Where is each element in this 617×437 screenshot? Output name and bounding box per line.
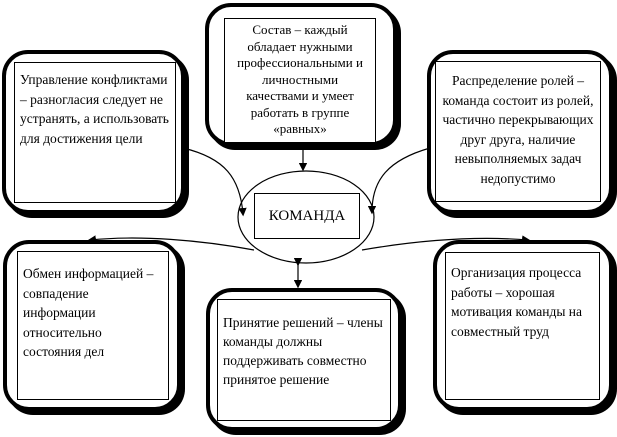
node-roles-frame: Распределение ролей – команда состоит из… bbox=[427, 50, 613, 214]
node-exchange-frame: Обмен информацией – совпадение информаци… bbox=[3, 240, 181, 411]
node-decisions: Принятие решений – члены команды должны … bbox=[217, 299, 391, 421]
node-organization: Организация процесса работы – хорошая мо… bbox=[445, 252, 600, 400]
node-composition-frame: Состав – каждый обладает нужными професс… bbox=[205, 3, 397, 146]
node-decisions-frame: Принятие решений – члены команды должны … bbox=[206, 288, 402, 431]
connector-organization bbox=[361, 235, 531, 251]
node-organization-frame: Организация процесса работы – хорошая мо… bbox=[433, 240, 613, 411]
node-conflicts: Управление конфликтами – разногласия сле… bbox=[14, 62, 176, 203]
connector-roles bbox=[367, 147, 431, 215]
node-composition: Состав – каждый обладает нужными професс… bbox=[224, 18, 376, 143]
node-exchange: Обмен информацией – совпадение информаци… bbox=[17, 251, 169, 400]
connector-conflicts bbox=[182, 147, 247, 217]
connector-exchange bbox=[87, 235, 255, 251]
node-conflicts-frame: Управление конфликтами – разногласия сле… bbox=[2, 50, 185, 214]
center-label: КОМАНДА bbox=[254, 193, 360, 239]
node-roles: Распределение ролей – команда состоит из… bbox=[435, 61, 601, 202]
